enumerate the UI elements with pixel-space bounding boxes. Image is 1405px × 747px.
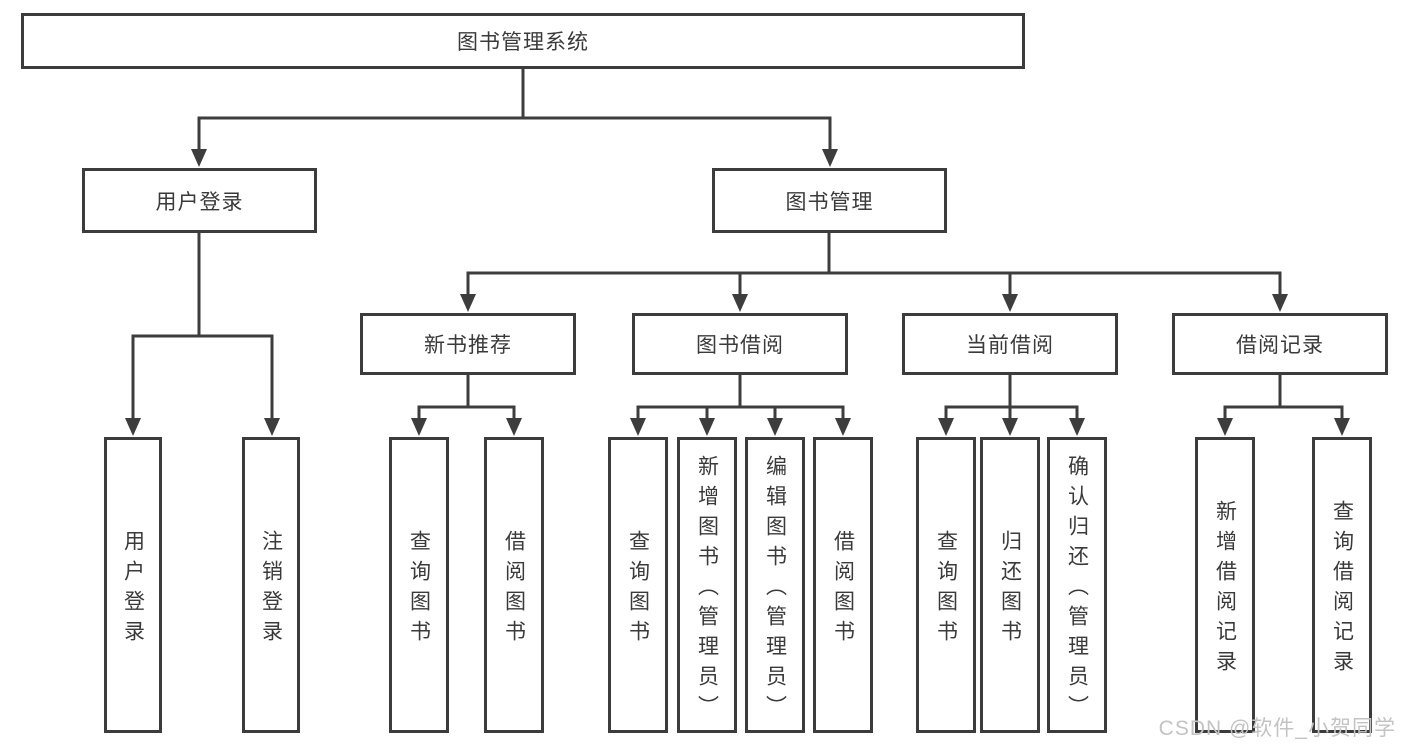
leaf-edit-book-admin: 编辑图书（管理员） bbox=[745, 437, 805, 733]
node-current-borrow: 当前借阅 bbox=[902, 313, 1118, 375]
leaf-user-login: 用户登录 bbox=[104, 437, 162, 733]
node-new-book-recommend: 新书推荐 bbox=[360, 313, 576, 375]
node-label: 借阅图书 bbox=[831, 529, 855, 650]
node-user-login: 用户登录 bbox=[82, 168, 317, 233]
leaf-add-book-admin: 新增图书（管理员） bbox=[677, 437, 737, 733]
node-label: 用户登录 bbox=[155, 190, 244, 214]
watermark-text: CSDN @软件_小贺同学 bbox=[1158, 717, 1396, 740]
node-label: 查询图书 bbox=[407, 529, 431, 650]
leaf-recommend-query-book: 查询图书 bbox=[389, 437, 449, 733]
node-label: 查询借阅记录 bbox=[1330, 499, 1354, 680]
leaf-add-borrow-record: 新增借阅记录 bbox=[1195, 437, 1255, 733]
node-label: 图书借阅 bbox=[696, 334, 784, 357]
node-label: 编辑图书（管理员） bbox=[763, 454, 787, 725]
node-label: 归还图书 bbox=[998, 529, 1022, 650]
node-book-borrow: 图书借阅 bbox=[632, 313, 848, 375]
node-label: 新增图书（管理员） bbox=[695, 454, 719, 725]
leaf-return-book: 归还图书 bbox=[980, 437, 1040, 733]
node-book-management: 图书管理 bbox=[712, 168, 947, 233]
leaf-logout: 注销登录 bbox=[242, 437, 300, 733]
node-label: 图书管理系统 bbox=[457, 31, 589, 54]
node-label: 图书管理 bbox=[785, 190, 874, 214]
node-label: 用户登录 bbox=[121, 529, 145, 650]
node-label: 注销登录 bbox=[259, 529, 283, 650]
leaf-borrow-book: 借阅图书 bbox=[813, 437, 873, 733]
node-label: 查询图书 bbox=[934, 529, 958, 650]
node-library-system: 图书管理系统 bbox=[21, 13, 1025, 69]
leaf-current-query-book: 查询图书 bbox=[916, 437, 976, 733]
node-label: 确认归还（管理员） bbox=[1065, 454, 1089, 725]
node-label: 新增借阅记录 bbox=[1213, 499, 1237, 680]
node-label: 借阅记录 bbox=[1236, 334, 1324, 357]
leaf-borrow-query-book: 查询图书 bbox=[608, 437, 668, 733]
node-label: 当前借阅 bbox=[966, 334, 1054, 357]
leaf-confirm-return-admin: 确认归还（管理员） bbox=[1047, 437, 1107, 733]
node-label: 新书推荐 bbox=[424, 334, 512, 357]
leaf-recommend-borrow-book: 借阅图书 bbox=[484, 437, 544, 733]
leaf-query-borrow-record: 查询借阅记录 bbox=[1312, 437, 1372, 733]
node-label: 查询图书 bbox=[626, 529, 650, 650]
node-borrow-record: 借阅记录 bbox=[1172, 313, 1388, 375]
node-label: 借阅图书 bbox=[502, 529, 526, 650]
